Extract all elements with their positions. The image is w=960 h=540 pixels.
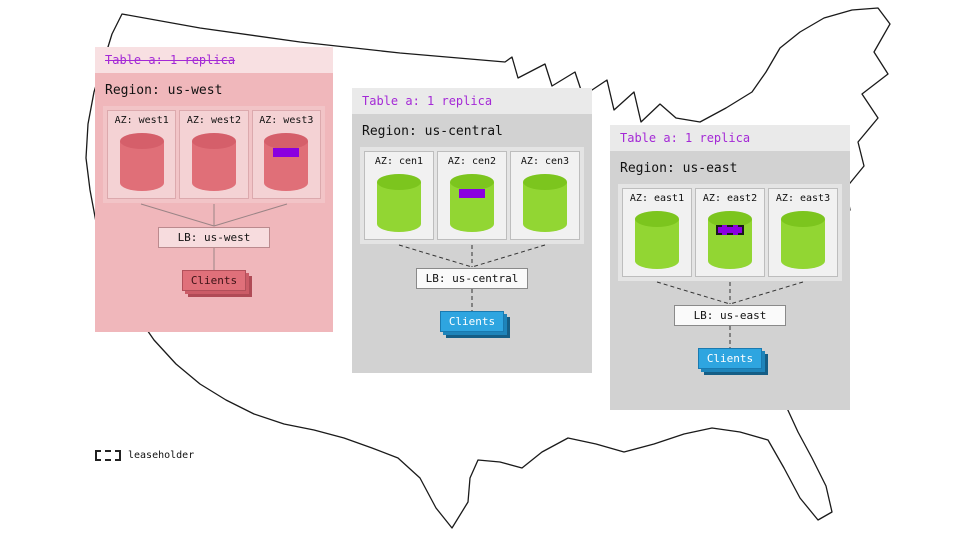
- az-to-lb-connectors: [140, 203, 288, 227]
- region-body-us-east: Region: us-east AZ: east1 AZ: east2: [610, 151, 850, 410]
- region-body-us-west: Region: us-west AZ: west1 AZ: west2: [95, 73, 333, 332]
- replica-marker: [273, 148, 300, 157]
- lb-to-clients-connector: [213, 248, 215, 270]
- leaseholder-replica-marker: [716, 225, 744, 235]
- az-label: AZ: west1: [114, 115, 169, 126]
- leaseholder-swatch-icon: [95, 450, 121, 461]
- az-label: AZ: east3: [775, 193, 831, 204]
- az-label: AZ: west3: [259, 115, 314, 126]
- az-to-lb-connectors: [656, 281, 804, 305]
- database-cylinder-icon: [376, 173, 422, 233]
- az-label: AZ: east1: [629, 193, 685, 204]
- table-label: Table a: 1 replica: [105, 53, 236, 67]
- database-cylinder-icon: [522, 173, 568, 233]
- lb-to-clients-connector: [471, 289, 473, 311]
- az-box-east3: AZ: east3: [768, 188, 838, 277]
- database-cylinder-icon: [634, 210, 680, 270]
- az-container: AZ: west1 AZ: west2 AZ:: [103, 106, 325, 203]
- legend-label: leaseholder: [128, 450, 195, 461]
- az-box-cen2: AZ: cen2: [437, 151, 507, 240]
- az-box-cen3: AZ: cen3: [510, 151, 580, 240]
- region-label: Region: us-central: [362, 124, 503, 139]
- load-balancer-us-west: LB: us-west: [158, 227, 270, 248]
- az-box-east2: AZ: east2: [695, 188, 765, 277]
- clients-box: Clients: [698, 348, 762, 369]
- region-panel-us-east: Table a: 1 replica (leaseholder) Region:…: [610, 125, 850, 410]
- az-container: AZ: cen1 AZ: cen2: [360, 147, 584, 244]
- region-label: Region: us-west: [105, 83, 223, 98]
- database-cylinder-icon: [449, 173, 495, 233]
- az-box-east1: AZ: east1: [622, 188, 692, 277]
- database-cylinder-icon: [780, 210, 826, 270]
- database-cylinder-icon: [707, 210, 753, 270]
- table-header-us-central: Table a: 1 replica: [352, 88, 592, 114]
- az-label: AZ: cen1: [374, 156, 424, 167]
- database-cylinder-icon: [191, 132, 237, 192]
- az-label: AZ: cen3: [520, 156, 570, 167]
- az-label: AZ: west2: [186, 115, 242, 126]
- az-box-west2: AZ: west2: [179, 110, 249, 199]
- database-cylinder-icon: [119, 132, 165, 192]
- az-box-west1: AZ: west1: [107, 110, 177, 199]
- lb-to-clients-connector: [729, 326, 731, 348]
- legend: leaseholder: [95, 450, 194, 461]
- table-label: Table a: 1 replica: [362, 94, 493, 108]
- region-body-us-central: Region: us-central AZ: cen1 AZ: cen2: [352, 114, 592, 373]
- clients-box: Clients: [440, 311, 504, 332]
- region-panel-us-central: Table a: 1 replica Region: us-central AZ…: [352, 88, 592, 373]
- az-label: AZ: east2: [702, 193, 758, 204]
- table-header-us-west: Table a: 1 replica: [95, 47, 333, 73]
- load-balancer-us-central: LB: us-central: [416, 268, 528, 289]
- region-label: Region: us-east: [620, 161, 738, 176]
- az-to-lb-connectors: [398, 244, 546, 268]
- az-label: AZ: cen2: [447, 156, 497, 167]
- clients-box: Clients: [182, 270, 246, 291]
- replica-marker: [459, 189, 485, 198]
- az-box-west3: AZ: west3: [251, 110, 321, 199]
- az-container: AZ: east1 AZ: east2: [618, 184, 842, 281]
- database-cylinder-icon: [263, 132, 309, 192]
- region-panel-us-west: Table a: 1 replica Region: us-west AZ: w…: [95, 47, 333, 332]
- az-box-cen1: AZ: cen1: [364, 151, 434, 240]
- load-balancer-us-east: LB: us-east: [674, 305, 786, 326]
- table-header-us-east: Table a: 1 replica (leaseholder): [610, 125, 850, 171]
